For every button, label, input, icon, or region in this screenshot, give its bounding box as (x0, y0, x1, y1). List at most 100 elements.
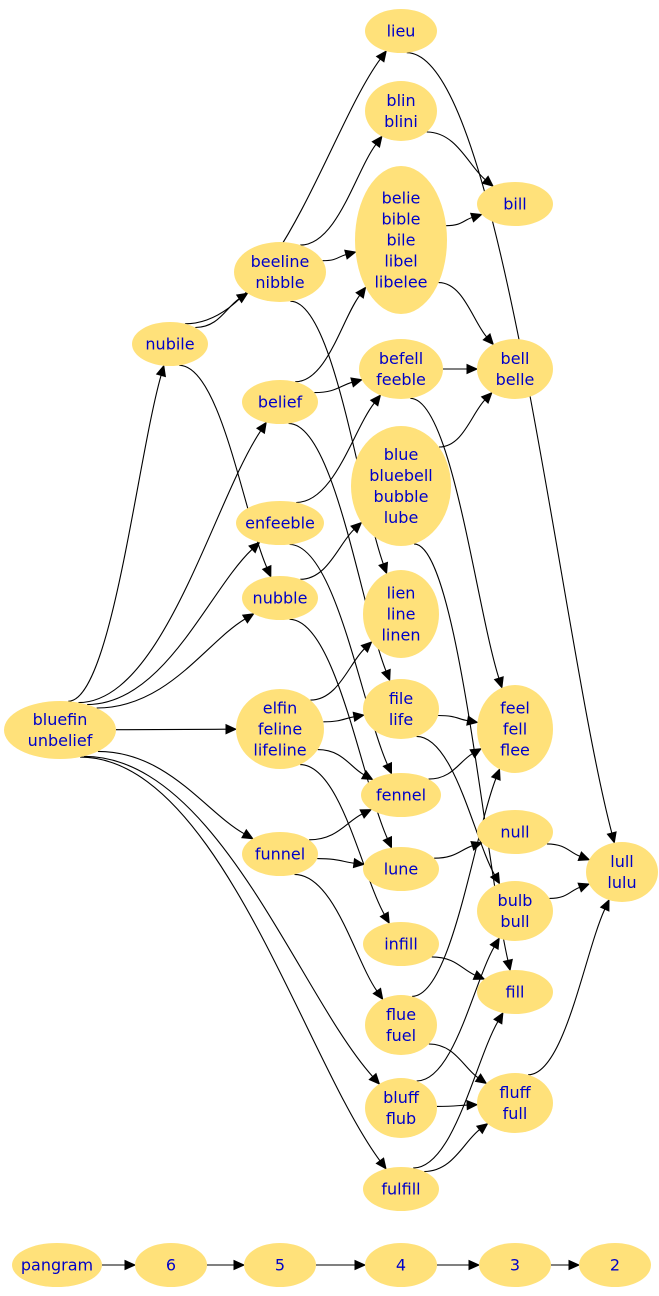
arrowhead-icon (248, 541, 261, 554)
edge-line (317, 858, 354, 864)
node-n6: 6 (135, 1243, 207, 1287)
edge-infill-to-fill (431, 956, 486, 980)
node-ellipse (135, 1243, 207, 1287)
arrowhead-icon (489, 937, 500, 951)
node-ellipse (363, 1167, 439, 1211)
arrowhead-icon (379, 911, 390, 925)
node-ellipse (477, 881, 553, 941)
node-word: lulu (607, 873, 636, 892)
edge-line (83, 755, 374, 1077)
node-ellipse (242, 576, 318, 620)
arrowhead-icon (225, 723, 238, 735)
node-funnel: funnel (242, 832, 318, 876)
arrowhead-icon (355, 286, 367, 299)
arrowhead-icon (375, 1157, 387, 1170)
arrowhead-icon (255, 421, 267, 435)
node-ellipse (355, 166, 447, 314)
edge-line (322, 254, 347, 262)
node-fennel: fennel (361, 773, 441, 817)
arrowhead-icon (481, 175, 494, 187)
node-ellipse (477, 1073, 553, 1133)
arrowhead-icon (466, 363, 479, 375)
edge-bluff-to-fluff (436, 1099, 479, 1111)
arrowhead-icon (359, 809, 373, 819)
arrowhead-icon (468, 1259, 481, 1271)
edge-funnel-to-fennel (309, 809, 373, 841)
edge-bulb-to-lull (549, 882, 591, 899)
node-word: elfin (263, 699, 298, 718)
node-word: blini (384, 112, 418, 131)
node-null: null (477, 810, 553, 854)
node-word: blin (386, 91, 415, 110)
arrowhead-icon (606, 831, 617, 844)
edge-nubile-to-nubble (179, 364, 272, 578)
arrowhead-icon (378, 561, 389, 575)
node-word: feeble (376, 370, 426, 389)
arrowhead-icon (241, 828, 254, 840)
edge-line (195, 298, 240, 329)
edge-line (428, 1043, 479, 1079)
edge-file-to-feel (438, 714, 479, 726)
node-lieu: lieu (365, 9, 437, 53)
arrowhead-icon (354, 1259, 367, 1271)
node-word: 3 (510, 1256, 520, 1275)
edge-enfeeble-to-fennel (289, 543, 392, 775)
edge-nubile-to-beeline (195, 292, 249, 329)
arrowhead-icon (599, 898, 610, 912)
node-word: lube (384, 508, 419, 527)
edge-bluefin-to-funnel (97, 750, 254, 840)
arrowhead-icon (472, 970, 486, 980)
node-word: bulb (498, 891, 533, 910)
node-word: unbelief (28, 731, 93, 750)
node-word: life (389, 710, 413, 729)
edge-befell-to-feel (410, 397, 504, 689)
edge-line (300, 144, 377, 246)
node-word: nubble (253, 589, 308, 608)
edge-line (438, 282, 488, 338)
node-fill: fill (477, 970, 553, 1014)
arrowhead-icon (568, 1259, 581, 1271)
edge-line (438, 714, 468, 722)
node-ellipse (242, 380, 318, 424)
edge-nubile-to-lieu (184, 50, 387, 325)
node-word: null (500, 823, 529, 842)
node-word: blue (384, 445, 419, 464)
node-ellipse (479, 1243, 551, 1287)
node-ellipse (477, 970, 553, 1014)
node-ellipse (234, 242, 326, 302)
edge-line (184, 58, 381, 325)
edge-line (295, 294, 361, 383)
node-word: fuel (386, 1026, 416, 1045)
arrowhead-icon (241, 613, 255, 624)
node-word: feline (258, 720, 302, 739)
node-word: belie (382, 189, 421, 208)
node-word: feel (500, 699, 530, 718)
edge-line (115, 728, 227, 731)
node-ellipse (236, 501, 324, 545)
edge-beeline-to-blin (300, 135, 383, 246)
edge-funnel-to-lune (317, 857, 366, 869)
node-ellipse (244, 1243, 316, 1287)
node-word: nibble (255, 273, 304, 292)
edge-line (424, 1129, 480, 1173)
node-ellipse (4, 701, 116, 759)
node-ellipse (365, 9, 437, 53)
arrowhead-icon (475, 1122, 489, 1135)
edge-line (299, 764, 385, 915)
node-ellipse (477, 182, 553, 226)
arrowhead-icon (235, 292, 249, 304)
node-word: fennel (376, 786, 426, 805)
edge-belief-to-befell (314, 377, 363, 394)
edge-pangram-to-n6 (102, 1259, 137, 1271)
node-ellipse (363, 922, 439, 966)
arrowhead-icon (502, 958, 513, 972)
arrowhead-icon (469, 748, 483, 759)
node-word: 5 (275, 1256, 285, 1275)
